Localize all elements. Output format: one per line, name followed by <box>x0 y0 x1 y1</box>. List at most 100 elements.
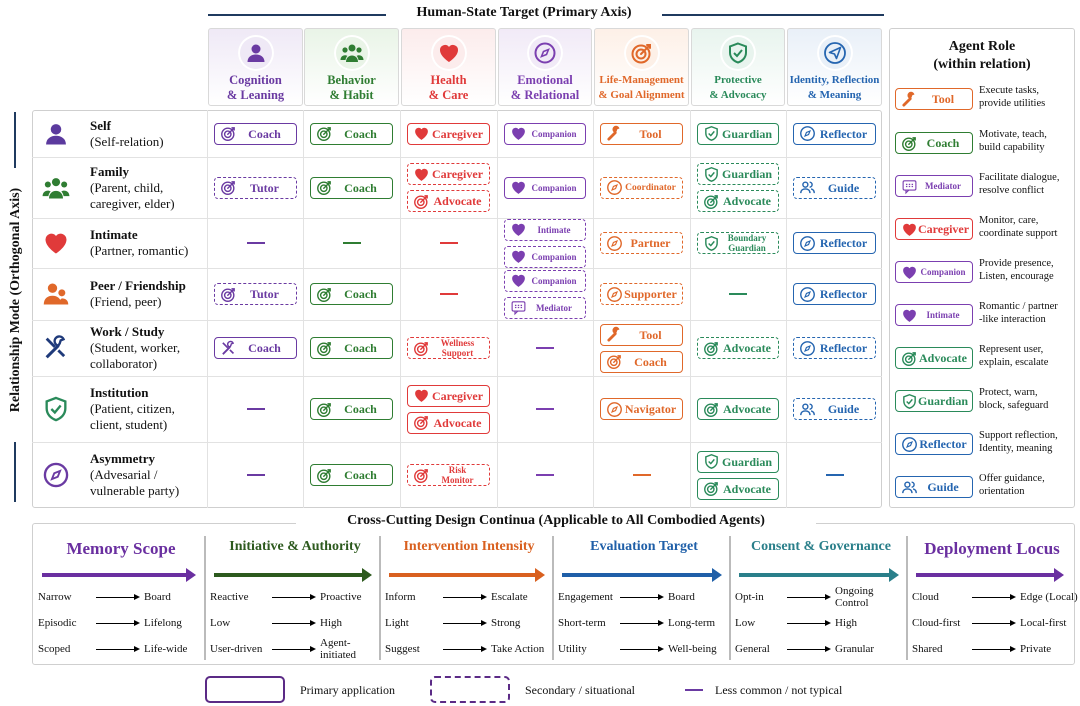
role-chip-guide: Guide <box>793 398 876 420</box>
row-divider <box>32 157 882 158</box>
chip-label: Tool <box>639 327 662 342</box>
legend-description: Protect, warn,block, safeguard <box>979 387 1049 411</box>
role-chip-companion: Companion <box>504 122 586 145</box>
continuum-title: Deployment Locus <box>924 539 1060 558</box>
chip-label: Partner <box>630 236 671 250</box>
column-header-6: Protective& Advocacy <box>691 28 785 106</box>
row-header-5: Work / Study(Student, worker,collaborato… <box>32 320 206 376</box>
column-label: Emotional& Relational <box>510 73 580 102</box>
pair-left: General <box>735 643 770 655</box>
chip-label: Advocate <box>433 194 482 208</box>
row-icon <box>40 172 72 204</box>
group-icon <box>42 174 70 202</box>
primary-axis-title: Human-State Target (Primary Axis) <box>416 5 632 20</box>
side-rule-bottom <box>14 442 16 502</box>
less-common-dash <box>246 408 265 410</box>
pair-right: Take Action <box>491 643 545 655</box>
less-common-dash <box>439 293 458 295</box>
role-chip-guardian: Guardian <box>697 163 779 185</box>
row-icon <box>40 278 72 310</box>
chip-icon-wrap <box>798 234 816 252</box>
row-divider <box>32 442 882 443</box>
chip-icon-wrap <box>509 125 527 143</box>
chip-icon-wrap <box>315 466 333 484</box>
chip-label: Caregiver <box>431 126 484 141</box>
target-icon <box>220 125 237 142</box>
key-label: Secondary / situational <box>525 683 635 697</box>
chip-icon-wrap <box>798 339 816 357</box>
chip-label: Caregiver <box>918 222 970 236</box>
target-icon <box>220 179 237 196</box>
compass-icon <box>606 235 623 252</box>
chip-icon-wrap <box>798 125 816 143</box>
chip-label: Reflector <box>819 287 868 301</box>
heart-icon <box>510 179 527 196</box>
less-common-dash <box>536 474 554 476</box>
chip-icon-wrap <box>509 179 527 197</box>
chip-icon-wrap <box>900 220 918 238</box>
row-header-6: Institution(Patient, citizen,client, stu… <box>32 376 206 442</box>
chip-label: Tutor <box>250 287 279 301</box>
column-header-1: Cognition& Leaning <box>208 28 303 106</box>
less-common-dash <box>536 347 554 349</box>
role-chip-companion: Companion <box>895 261 973 283</box>
legend-description: Romantic / partner-like interaction <box>979 301 1058 325</box>
people-icon <box>799 401 816 418</box>
side-rule-top <box>14 112 16 168</box>
column-icon-circle <box>333 35 370 71</box>
chip-icon-wrap <box>219 125 237 143</box>
chip-icon-wrap <box>412 192 430 210</box>
send-icon <box>823 41 847 65</box>
role-chip-reflector: Reflector <box>793 283 876 305</box>
chip-label: Coach <box>344 287 377 301</box>
role-chip-navigator: Navigator <box>600 398 683 420</box>
column-label: Life-Management& Goal Alignment <box>598 74 685 101</box>
wrench-icon <box>606 125 623 142</box>
role-chip-mediator: Mediator <box>504 296 586 319</box>
chip-icon-wrap <box>412 387 430 405</box>
pair-right: High <box>835 617 857 629</box>
role-chip-coach: Coach <box>214 337 297 359</box>
pair-arrow <box>272 620 316 626</box>
compass-icon <box>799 235 816 252</box>
target-icon <box>606 353 623 370</box>
target-icon <box>630 41 654 65</box>
row-label: Asymmetry(Advesarial /vulnerable party) <box>90 451 179 499</box>
role-chip-reflector: Reflector <box>793 337 876 359</box>
compass-icon <box>533 41 557 65</box>
matrix-grid <box>32 110 882 508</box>
target-icon <box>703 480 720 497</box>
chip-icon-wrap <box>315 400 333 418</box>
row-label: Institution(Patient, citizen,client, stu… <box>90 385 175 433</box>
orthogonal-axis-title: Relationship Mode (Orthogonal Axis) <box>8 187 23 413</box>
column-divider <box>690 110 691 508</box>
role-chip-guardian: Guardian <box>697 450 779 473</box>
shield-icon <box>703 235 720 252</box>
role-chip-advocate: Advocate <box>697 337 779 359</box>
chip-icon-wrap <box>219 339 237 357</box>
role-chip-reflector: Reflector <box>793 232 876 254</box>
chip-icon-wrap <box>702 400 720 418</box>
row-label: Peer / Friendship(Friend, peer) <box>90 278 186 310</box>
chip-icon-wrap <box>219 179 237 197</box>
role-chip-guardian: Guardian <box>697 122 779 145</box>
column-icon-circle <box>237 35 274 71</box>
role-chip-coach: Coach <box>310 176 393 199</box>
column-icon-circle <box>527 35 563 71</box>
row-divider <box>32 268 882 269</box>
role-chip-tutor: Tutor <box>214 283 297 305</box>
person-icon <box>244 41 268 65</box>
continuum-divider <box>729 536 731 660</box>
column-divider <box>400 110 401 508</box>
continuum-divider <box>379 536 381 660</box>
heart-icon <box>901 221 918 238</box>
less-common-dash <box>536 408 554 410</box>
